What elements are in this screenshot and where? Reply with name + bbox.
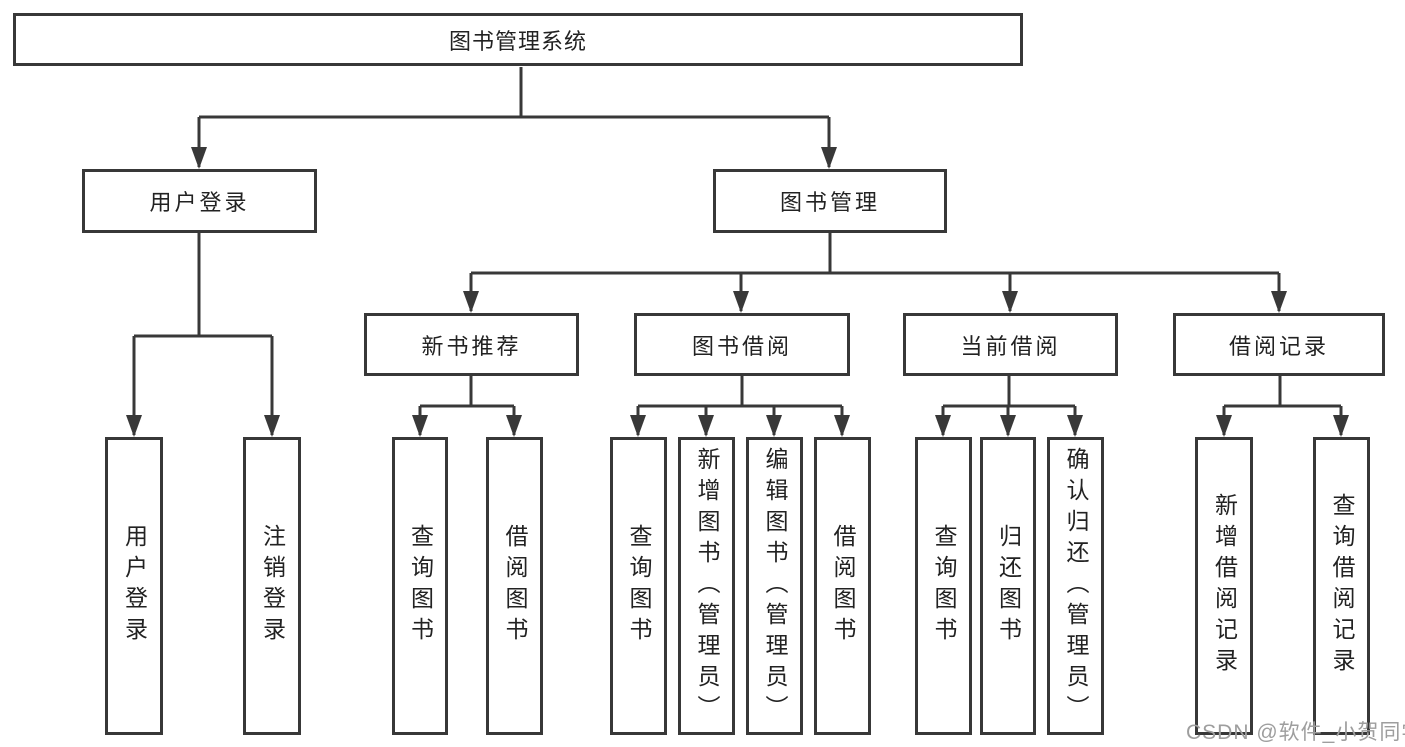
leaf-borrow-books-1: 借阅图书 [486, 437, 543, 735]
connector-new-book-recommend-children [418, 376, 516, 435]
leaf-edit-book-admin: 编辑图书（管理员） [746, 437, 803, 735]
node-book-management: 图书管理 [713, 169, 947, 233]
leaf-search-books-1: 查询图书 [392, 437, 448, 735]
leaf-user-login: 用户登录 [105, 437, 163, 735]
node-root: 图书管理系统 [13, 13, 1023, 66]
leaf-add-borrow-record: 新增借阅记录 [1195, 437, 1253, 735]
node-borrowing-records: 借阅记录 [1173, 313, 1385, 376]
connector-book-borrowing-children [636, 376, 844, 435]
leaf-return-books: 归还图书 [980, 437, 1036, 735]
node-book-borrowing: 图书借阅 [634, 313, 850, 376]
leaf-confirm-return-admin: 确认归还（管理员） [1047, 437, 1104, 735]
leaf-search-books-2: 查询图书 [610, 437, 667, 735]
node-new-book-recommend: 新书推荐 [364, 313, 579, 376]
connector-user-login-children [132, 233, 274, 435]
connector-root-to-level2 [197, 67, 831, 167]
leaf-search-books-3: 查询图书 [915, 437, 972, 735]
csdn-watermark: CSDN @软件_小贺同学 [1186, 721, 1405, 744]
leaf-borrow-books-2: 借阅图书 [814, 437, 871, 735]
leaf-logout: 注销登录 [243, 437, 301, 735]
node-current-borrowing: 当前借阅 [903, 313, 1118, 376]
connector-book-management-children [469, 233, 1281, 311]
arrowheads [126, 147, 1349, 437]
leaf-add-book-admin: 新增图书（管理员） [678, 437, 735, 735]
connector-borrowing-records-children [1222, 376, 1343, 435]
node-user-login: 用户登录 [82, 169, 317, 233]
leaf-search-borrow-record: 查询借阅记录 [1313, 437, 1370, 735]
